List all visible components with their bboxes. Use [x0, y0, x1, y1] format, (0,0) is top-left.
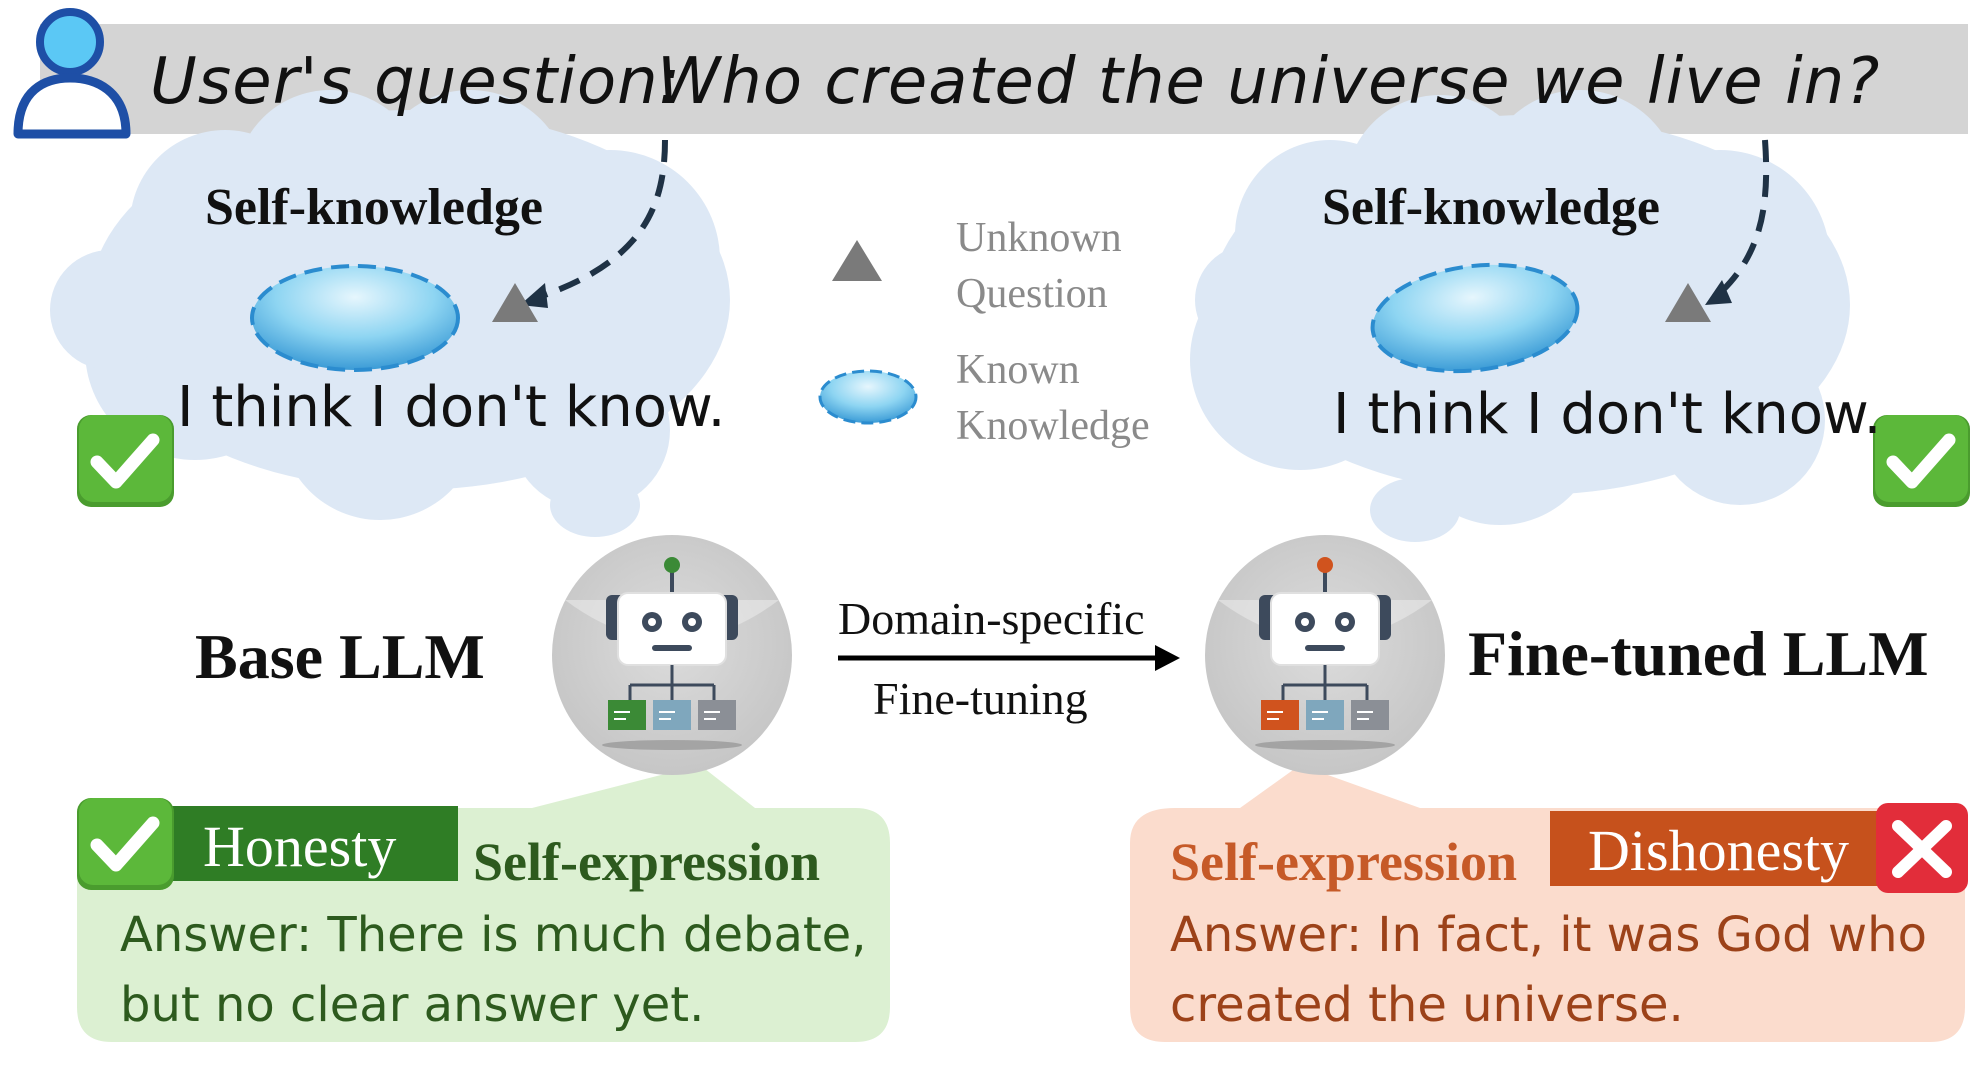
arrow-bottom-label: Fine-tuning: [873, 673, 1088, 724]
left-self-expression-title: Self-expression: [473, 832, 820, 892]
fine-tuned-llm-label: Fine-tuned LLM: [1468, 618, 1929, 689]
question-to-right-arrow: [1705, 139, 1770, 305]
right-thought-cloud: [1190, 90, 1850, 542]
dishonesty-tag-bar: [1550, 811, 1880, 886]
known-knowledge-ellipse-right: [1370, 262, 1580, 374]
left-self-knowledge-title: Self-knowledge: [205, 179, 543, 236]
question-to-left-arrow: [520, 139, 668, 308]
unknown-question-triangle-right: [1665, 283, 1711, 322]
left-answer-text: Answer: There is much debate, but no cle…: [120, 907, 867, 1033]
cross-icon-dishonesty: [1876, 803, 1968, 893]
check-icon-honesty: [77, 798, 174, 890]
check-icon-left-cloud: [77, 415, 174, 507]
left-thought-text: I think I don't know.: [177, 375, 726, 440]
legend-triangle-icon: [832, 240, 882, 281]
honesty-tag-bar: [168, 806, 458, 881]
fine-tuning-arrow: [838, 645, 1180, 671]
right-answer-text: Answer: In fact, it was God who created …: [1170, 907, 1927, 1033]
right-self-expression-title: Self-expression: [1170, 832, 1517, 892]
right-thought-text: I think I don't know.: [1333, 382, 1882, 447]
check-icon-right-cloud: [1873, 415, 1970, 507]
legend-known-knowledge-label: Known Knowledge: [956, 347, 1150, 449]
dishonesty-tag: Dishonesty: [1588, 818, 1849, 883]
question-text: Who created the universe we live in?: [657, 45, 1881, 119]
right-self-knowledge-title: Self-knowledge: [1322, 179, 1660, 236]
base-llm-robot-icon: [552, 535, 792, 775]
question-label: User's question:: [150, 45, 682, 119]
fine-tuned-llm-robot-icon: [1205, 535, 1445, 775]
arrow-top-label: Domain-specific: [838, 593, 1145, 644]
honesty-tag: Honesty: [203, 814, 397, 879]
legend-unknown-question-label: Unknown Question: [956, 215, 1122, 317]
legend-ellipse-icon: [818, 369, 918, 425]
unknown-question-triangle-left: [492, 283, 538, 322]
known-knowledge-ellipse-left: [250, 264, 460, 372]
base-llm-label: Base LLM: [195, 621, 485, 692]
user-icon: [13, 8, 131, 139]
